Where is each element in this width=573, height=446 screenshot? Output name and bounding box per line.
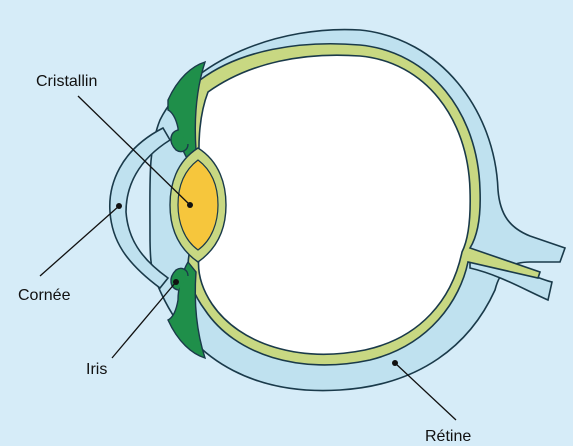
dot-cristallin — [187, 202, 193, 208]
dot-cornee — [116, 203, 122, 209]
leader-iris — [112, 282, 176, 358]
label-retine: Rétine — [425, 428, 471, 445]
dot-iris — [173, 279, 179, 285]
leader-cornee — [40, 206, 119, 276]
dot-retine — [392, 360, 398, 366]
label-iris: Iris — [86, 361, 107, 378]
leader-retine — [395, 363, 456, 420]
label-cornee: Cornée — [18, 287, 71, 304]
label-cristallin: Cristallin — [36, 73, 97, 90]
eye-interior — [199, 55, 471, 354]
